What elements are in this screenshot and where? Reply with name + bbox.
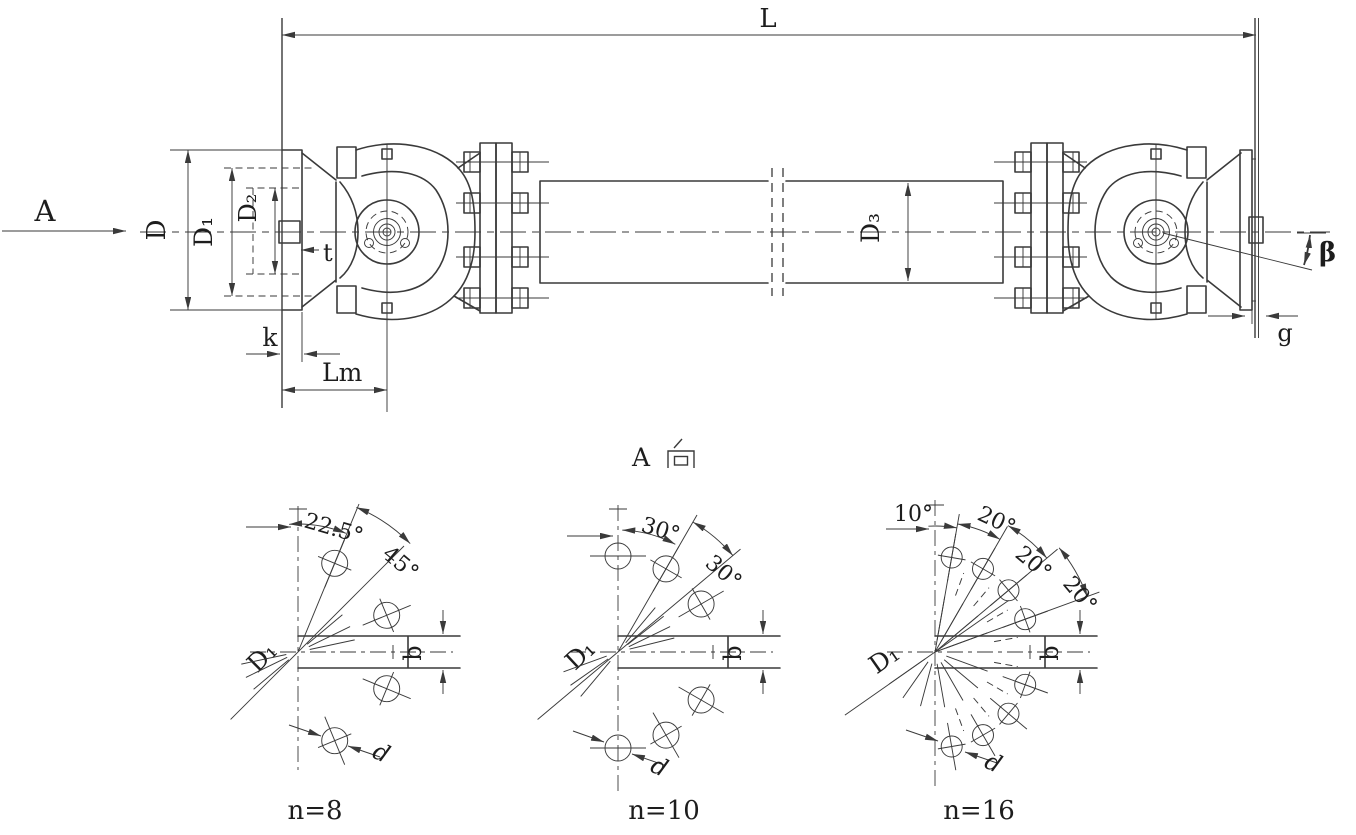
dimension-D2: D₂ (234, 188, 279, 274)
keyway-section-bar (297, 635, 461, 669)
dim-D1-label: D₁ (559, 634, 601, 676)
angle-label-10: 10° (894, 502, 933, 527)
dim-d-label: d (368, 737, 394, 769)
right-flange (1239, 18, 1264, 338)
beta-deflection-line (1162, 232, 1313, 271)
dim-b-label: b (1036, 645, 1064, 660)
bolt-count-label: n=16 (943, 796, 1015, 826)
dimension-L: L (282, 4, 1256, 39)
bolt-count-label: n=10 (628, 796, 700, 826)
angle-arc-30a (622, 527, 676, 545)
dimension-D1: D₁ (189, 168, 236, 296)
xiang-character-strokes (667, 438, 695, 468)
angle-label-30b: 30° (700, 550, 746, 594)
bolt-circle-diameter-line (230, 545, 405, 720)
dimension-D3: D₃ (856, 183, 912, 281)
dim-b-label: b (399, 645, 427, 660)
angle-label-20a: 20° (973, 502, 1019, 541)
bolt-view-n16: b D₁ 10° 20° 20° 20° d n=16 (844, 500, 1102, 826)
center-spokes (888, 596, 988, 708)
dim-beta-label: β (1319, 238, 1336, 268)
dim-D1-label: D₁ (189, 217, 218, 247)
bolt-view-n8: b D₁ 22.5° 45° d n=8 (230, 503, 461, 826)
dim-Lm-label: Lm (322, 358, 363, 387)
dimension-g: g (1208, 312, 1298, 347)
dim-d-label: d (980, 747, 1006, 779)
view-arrow-label: A (34, 194, 57, 228)
bearing-eye-circle (354, 199, 420, 265)
flange-bolts (456, 151, 549, 309)
dim-g-label: g (1277, 319, 1292, 347)
right-flange-disc (1239, 149, 1253, 311)
intermediate-dashed-radials (955, 572, 1018, 732)
universal-joint-assembly-right (993, 142, 1242, 321)
dimension-t: t (301, 239, 333, 267)
angle-arc-22-5 (289, 520, 347, 534)
dim-D2-label: D₂ (234, 194, 262, 223)
angle-arc-20c (1058, 547, 1088, 597)
bolt-count-label: n=8 (287, 796, 342, 826)
bolt-view-n10: b D₁ 30° 30° d n=10 (537, 505, 781, 826)
angle-arc-20a (957, 523, 1001, 540)
bolt-holes (937, 533, 1048, 771)
angle-arc-30b (692, 521, 734, 556)
dim-d-label: d (646, 751, 672, 783)
companion-flange-plate (495, 142, 513, 314)
bolt-holes (317, 539, 411, 765)
dim-t-label: t (323, 239, 333, 267)
angle-arc-20b (1007, 525, 1048, 559)
angle-arc-45 (356, 506, 411, 544)
direction-view-letter: A (631, 443, 651, 472)
angle-label-20c: 20° (1057, 572, 1101, 618)
keyway-section-bar (617, 635, 781, 669)
right-keyway-square (1248, 216, 1264, 244)
tube-yoke-outer-profile (355, 143, 476, 321)
drive-tube (539, 168, 1004, 296)
dim-D-label: D (142, 220, 172, 241)
center-spokes (563, 607, 675, 697)
dimension-Lm: Lm (282, 320, 388, 412)
flange-yoke-cone (301, 152, 337, 308)
center-spokes (241, 614, 355, 690)
angle-label-20b: 20° (1010, 541, 1056, 585)
dim-L-label: L (759, 4, 776, 34)
dimension-k: k (246, 312, 340, 362)
keyway-section-bar (934, 635, 1098, 669)
angle-label-45: 45° (377, 541, 423, 585)
left-keyway-square (278, 220, 301, 244)
bearing-cap-bottom (336, 285, 357, 314)
dimension-beta: β (1162, 232, 1336, 271)
fork-arm-edge (339, 181, 359, 279)
angle-label-22-5: 22.5° (301, 509, 366, 550)
view-direction-arrow-a: A (2, 194, 126, 235)
dim-D1-label: D₁ (863, 639, 904, 680)
dimension-D: D (142, 150, 192, 310)
dim-k-label: k (262, 323, 278, 352)
tube-yoke-inner-profile (361, 170, 449, 294)
bolt-circle-diameter-line (844, 600, 1009, 716)
universal-joint-assembly (301, 142, 549, 321)
angle-label-30a: 30° (638, 513, 683, 548)
left-flange-disc (281, 149, 303, 311)
main-assembly-view: A L (2, 4, 1336, 412)
companion-flange-plate (479, 142, 497, 314)
dim-D3-label: D₃ (856, 213, 885, 243)
direction-view-title: A 向 (631, 438, 695, 472)
bolt-holes (590, 542, 724, 762)
dim-b-label: b (719, 645, 747, 660)
bolt-circle-diameter-line (537, 548, 741, 720)
bearing-cap-top (336, 146, 357, 179)
